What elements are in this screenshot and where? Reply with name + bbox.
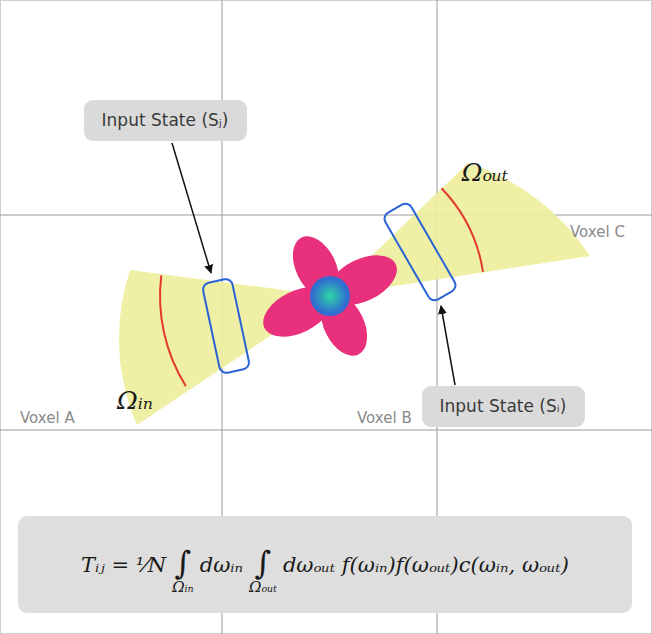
formula-row: Tᵢⱼ = ¹⁄N∫Ωᵢₙdωᵢₙ∫Ωₒᵤₜdωₒᵤₜ f(ωᵢₙ)f(ωₒᵤₜ… — [78, 533, 572, 596]
voxel-label: Voxel B — [357, 409, 412, 427]
callout-text: Input State (Sᵢ) — [440, 396, 567, 416]
integral-limit: Ωᵢₙ — [172, 579, 194, 596]
voxel-label: Voxel C — [570, 223, 625, 241]
cone-label: Ωₒᵤₜ — [462, 158, 509, 187]
formula-box: Tᵢⱼ = ¹⁄N∫Ωᵢₙdωᵢₙ∫Ωₒᵤₜdωₒᵤₜ f(ωᵢₙ)f(ωₒᵤₜ… — [18, 516, 632, 613]
formula-group: ∫Ωᵢₙ — [172, 533, 194, 596]
leader-arrow — [441, 306, 455, 385]
callout-text: Input State (Sⱼ) — [102, 110, 229, 130]
grid-line — [0, 430, 652, 431]
cone-label: Ωᵢₙ — [117, 386, 153, 415]
odf-glyph — [255, 229, 405, 363]
formula-group: Tᵢⱼ = ¹⁄N — [81, 553, 166, 577]
formula-group: dωₒᵤₜ f(ωᵢₙ)f(ωₒᵤₜ)c(ωᵢₙ, ωₒᵤₜ) — [283, 553, 569, 577]
glyph-core — [310, 276, 350, 316]
leader-arrow — [172, 143, 211, 273]
arc-marker — [442, 188, 484, 271]
callout-box: Input State (Sᵢ) — [422, 386, 585, 427]
integral-sign: ∫ — [255, 547, 272, 579]
arc-marker — [160, 275, 186, 386]
formula-text: Tᵢⱼ = ¹⁄N — [81, 553, 166, 577]
formula-text: dωₒᵤₜ f(ωᵢₙ)f(ωₒᵤₜ)c(ωᵢₙ, ωₒᵤₜ) — [283, 553, 569, 577]
state-box — [202, 278, 250, 374]
callout-box: Input State (Sⱼ) — [84, 100, 247, 141]
formula-text: dωᵢₙ — [200, 553, 243, 577]
state-box — [382, 201, 458, 303]
voxel-label: Voxel A — [20, 409, 75, 427]
formula-group: ∫Ωₒᵤₜ — [249, 533, 277, 596]
integral-limit: Ωₒᵤₜ — [249, 579, 277, 596]
integral-sign: ∫ — [175, 547, 192, 579]
formula-group: dωᵢₙ — [200, 553, 243, 577]
